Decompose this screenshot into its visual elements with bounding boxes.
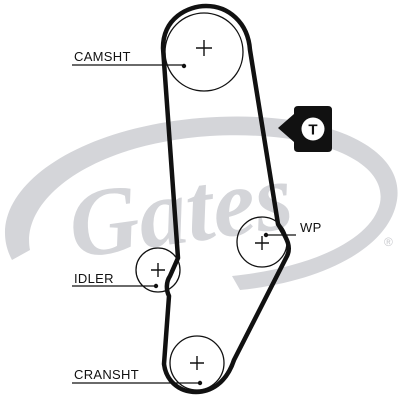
belt-outer-loop <box>160 3 291 395</box>
logo-swoosh-ellipse <box>4 116 398 290</box>
leader-lines <box>72 63 296 386</box>
camshaft-pulley-circle <box>164 12 244 92</box>
tensioner-badge: T <box>278 106 332 152</box>
gates-logo-watermark: Gates ® <box>4 116 398 290</box>
idler-pulley-circle <box>135 247 181 293</box>
water-pump-leader-dot <box>263 232 269 238</box>
water-pump-center-cross <box>255 236 269 250</box>
water-pump-pulley <box>236 216 288 268</box>
water-pump-pulley-circle <box>236 216 288 268</box>
tensioner-badge-letter: T <box>308 122 317 139</box>
idler-label: IDLER <box>74 271 114 286</box>
registered-mark: ® <box>384 235 393 249</box>
crankshaft-pulley <box>169 335 225 391</box>
water-pump-label: WP <box>300 220 322 235</box>
tensioner-badge-circle <box>301 117 325 141</box>
crankshaft-label: CRANSHT <box>74 367 139 382</box>
camshaft-label: CAMSHT <box>74 49 131 64</box>
idler-pulley <box>135 247 181 293</box>
crankshaft-center-cross <box>190 356 204 370</box>
idler-leader-dot <box>153 283 159 289</box>
timing-belt <box>160 3 291 395</box>
camshaft-leader-dot <box>181 63 187 69</box>
crankshaft-pulley-circle <box>169 335 225 391</box>
camshaft-center-cross <box>196 40 212 56</box>
camshaft-pulley <box>164 12 244 92</box>
crankshaft-leader-dot <box>197 380 203 386</box>
idler-center-cross <box>151 263 165 277</box>
